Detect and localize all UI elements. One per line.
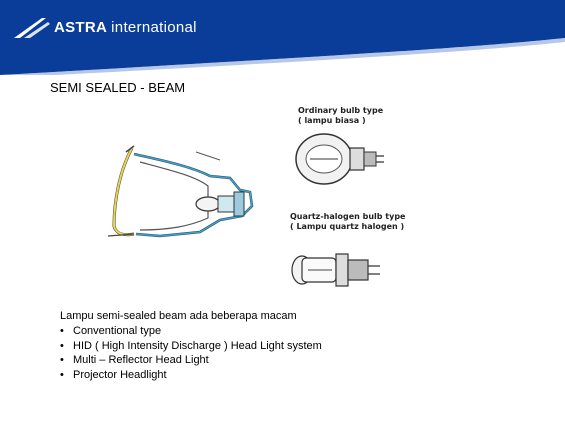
list-item: Multi – Reflector Head Light [60, 353, 322, 368]
list-item: Projector Headlight [60, 368, 322, 383]
halogen-bulb-image [291, 253, 380, 287]
halogen-bulb-label: Quartz-halogen bulb type ( Lampu quartz … [290, 212, 405, 232]
headlight-cross-section-diagram [107, 145, 254, 238]
astra-swoosh-icon [14, 18, 50, 38]
slide-title: SEMI SEALED - BEAM [50, 80, 186, 95]
content-block: Lampu semi-sealed beam ada beberapa maca… [60, 310, 322, 382]
header-background [0, 0, 565, 78]
ordinary-bulb-label: Ordinary bulb type ( lampu biasa ) [298, 106, 383, 126]
list-item: Conventional type [60, 324, 322, 339]
content-heading: Lampu semi-sealed beam ada beberapa maca… [60, 310, 297, 322]
ordinary-bulb-label-line1: Ordinary bulb type [298, 106, 384, 115]
lamp-type-list: Conventional type HID ( High Intensity D… [60, 324, 322, 382]
brand-thin: international [111, 18, 197, 36]
ordinary-bulb-label-line2: ( lampu biasa ) [298, 116, 366, 125]
halogen-bulb-label-line2: ( Lampu quartz halogen ) [290, 222, 405, 231]
list-item: HID ( High Intensity Discharge ) Head Li… [60, 339, 322, 354]
ordinary-bulb-image [295, 133, 384, 185]
brand-bold: ASTRA [54, 18, 108, 36]
halogen-bulb-label-line1: Quartz-halogen bulb type [290, 212, 406, 221]
